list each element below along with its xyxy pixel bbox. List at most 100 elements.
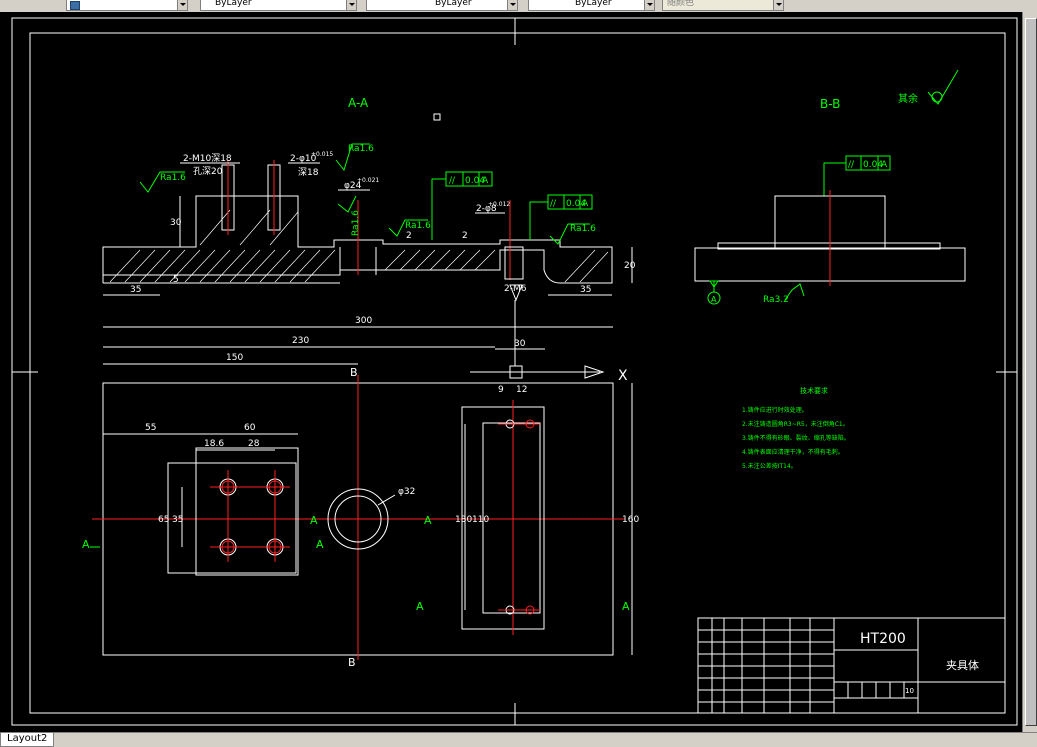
top-view	[92, 375, 625, 660]
tol-2-symbol: //	[550, 199, 557, 209]
tolerance-frames: // 0.04 A // 0.04 A // 0.04 A	[431, 155, 891, 240]
dim-18-6: 18.6	[204, 439, 224, 449]
plotstyle-combo: 随颜色	[662, 0, 784, 11]
dim-130: 130	[455, 515, 472, 525]
color-combo[interactable]: ByLayer	[200, 0, 357, 11]
tol-1-value: 0.04	[465, 176, 485, 186]
section-markers: A A A A A A B B X	[82, 366, 630, 669]
chevron-down-icon[interactable]	[644, 0, 654, 10]
layer-combo[interactable]	[66, 0, 188, 11]
dim-35: 35	[172, 515, 183, 525]
roughness-5: Ra1.6	[570, 224, 596, 234]
tol-3-symbol: //	[848, 160, 855, 170]
roughness-symbols: Ra1.6 Ra1.6 Ra1.6 Ra1.6 Ra1.6 Ra3.2	[139, 143, 805, 305]
linetype-combo[interactable]: ByLayer	[366, 0, 518, 11]
linetype-combo-value: ByLayer	[435, 0, 472, 8]
drawing-sheet: A-A	[11, 17, 1018, 726]
pin-callout: 2-φ8	[476, 204, 497, 214]
hole-callout-m10: 2-M10深18	[183, 153, 232, 164]
tol-3-value: 0.04	[863, 160, 883, 170]
inner-border	[29, 32, 1006, 714]
material-label: HT200	[860, 631, 906, 647]
section-mark-a-right: A	[622, 600, 630, 613]
dim-160: 160	[622, 515, 639, 525]
chevron-down-icon	[773, 0, 783, 10]
section-bb-title: B-B	[820, 97, 840, 111]
properties-toolbar: ByLayer ByLayer ByLayer 随颜色	[0, 0, 1037, 13]
pin-tolerance: +0.012	[488, 201, 510, 208]
dim-12: 12	[516, 385, 527, 395]
dim-2-a: 2	[406, 231, 412, 241]
dim-5: 5	[173, 275, 179, 285]
tab-layout2[interactable]: Layout2	[0, 733, 55, 747]
plotstyle-combo-value: 随颜色	[667, 0, 695, 8]
tol-2-datum: A	[582, 199, 589, 209]
lineweight-combo-value: ByLayer	[575, 0, 612, 8]
side-section-view	[694, 190, 966, 286]
chevron-down-icon[interactable]	[177, 0, 187, 10]
top-dimensions: 300 230 150 30 9 12 55 60 18.6 28 65 35 …	[103, 300, 639, 655]
datum-a-label: A	[711, 295, 717, 304]
part-name-label: 夹具体	[946, 658, 979, 672]
tech-req-2: 2.未注铸造圆角R3~R5，未注倒角C1。	[742, 420, 849, 428]
surface-finish-note: 其余	[898, 92, 918, 105]
section-mark-a-left: A	[82, 538, 90, 551]
tech-req-4: 4.铸件表面应清理干净，不得有毛刺。	[742, 448, 844, 456]
scrollbar-thumb[interactable]	[1025, 18, 1037, 726]
dim-300: 300	[355, 316, 372, 326]
drawing-canvas[interactable]: A-A	[0, 12, 1022, 732]
tech-req-3: 3.铸件不得有砂眼、裂纹、缩孔等缺陷。	[742, 434, 850, 442]
axis-x-label: X	[618, 368, 628, 384]
title-block: HT200 夹具体 10	[697, 617, 1006, 714]
tech-req-1: 1.铸件应进行时效处理。	[742, 406, 808, 414]
dim-60: 60	[244, 423, 256, 433]
dim-30-height: 30	[170, 218, 182, 228]
bore-callout: φ24	[344, 181, 362, 191]
chevron-down-icon[interactable]	[507, 0, 517, 10]
sheet-note: 10	[905, 687, 914, 695]
tech-req-title: 技术要求	[800, 386, 828, 395]
general-roughness-circle	[931, 91, 943, 103]
dim-phi32: φ32	[398, 487, 415, 497]
roughness-3: Ra1.6	[351, 210, 361, 236]
roughness-2: Ra1.6	[348, 144, 374, 154]
hole-callout-phi10-tol: +0.015	[311, 151, 333, 158]
section-mark-a-mid: A	[316, 538, 324, 551]
tol-1-datum: A	[482, 176, 489, 186]
hole-callout-phi10-depth: 深18	[298, 167, 319, 178]
layout-tabs: Layout2	[0, 732, 1037, 747]
dim-20-height: 20	[624, 261, 636, 271]
front-dimensions: 35 35 30 20 5 2 2 2-M10深18 孔深20 2-φ10 +0…	[103, 151, 636, 302]
front-section-view	[102, 160, 613, 284]
hole-callout-m10-depth: 孔深20	[193, 166, 223, 177]
section-mark-b-bottom: B	[348, 656, 356, 669]
dim-150: 150	[226, 353, 243, 363]
datum-a-marker: A	[707, 280, 721, 305]
tech-req-5: 5.未注公差按IT14。	[742, 462, 797, 470]
tol-3-datum: A	[881, 160, 888, 170]
dim-28: 28	[248, 439, 260, 449]
dim-65: 65	[158, 515, 169, 525]
hole-callout-phi10: 2-φ10	[290, 154, 317, 164]
general-roughness-symbol	[927, 69, 959, 105]
roughness-4: Ra1.6	[405, 221, 431, 231]
dim-55: 55	[145, 423, 156, 433]
roughness-6: Ra3.2	[763, 295, 789, 305]
layer-icon	[70, 1, 80, 10]
dim-35-right: 35	[580, 285, 591, 295]
tol-2-value: 0.04	[566, 199, 586, 209]
dim-110: 110	[472, 515, 489, 525]
chevron-down-icon[interactable]	[346, 0, 356, 10]
dim-9: 9	[498, 385, 504, 395]
section-mark-a-center-left: A	[310, 514, 318, 527]
bore-tolerance: +0.021	[357, 177, 379, 184]
lineweight-combo[interactable]: ByLayer	[528, 0, 655, 11]
tol-1-symbol: //	[449, 176, 456, 186]
dim-230: 230	[292, 336, 309, 346]
thread-callout: 2-M6	[504, 284, 527, 294]
dim-35-left: 35	[130, 285, 141, 295]
section-mark-b-top: B	[350, 366, 358, 379]
tech-requirements: 技术要求 1.铸件应进行时效处理。 2.未注铸造圆角R3~R5，未注倒角C1。 …	[742, 386, 850, 470]
section-mark-a-center-right: A	[424, 514, 432, 527]
vertical-scrollbar[interactable]	[1022, 12, 1037, 732]
